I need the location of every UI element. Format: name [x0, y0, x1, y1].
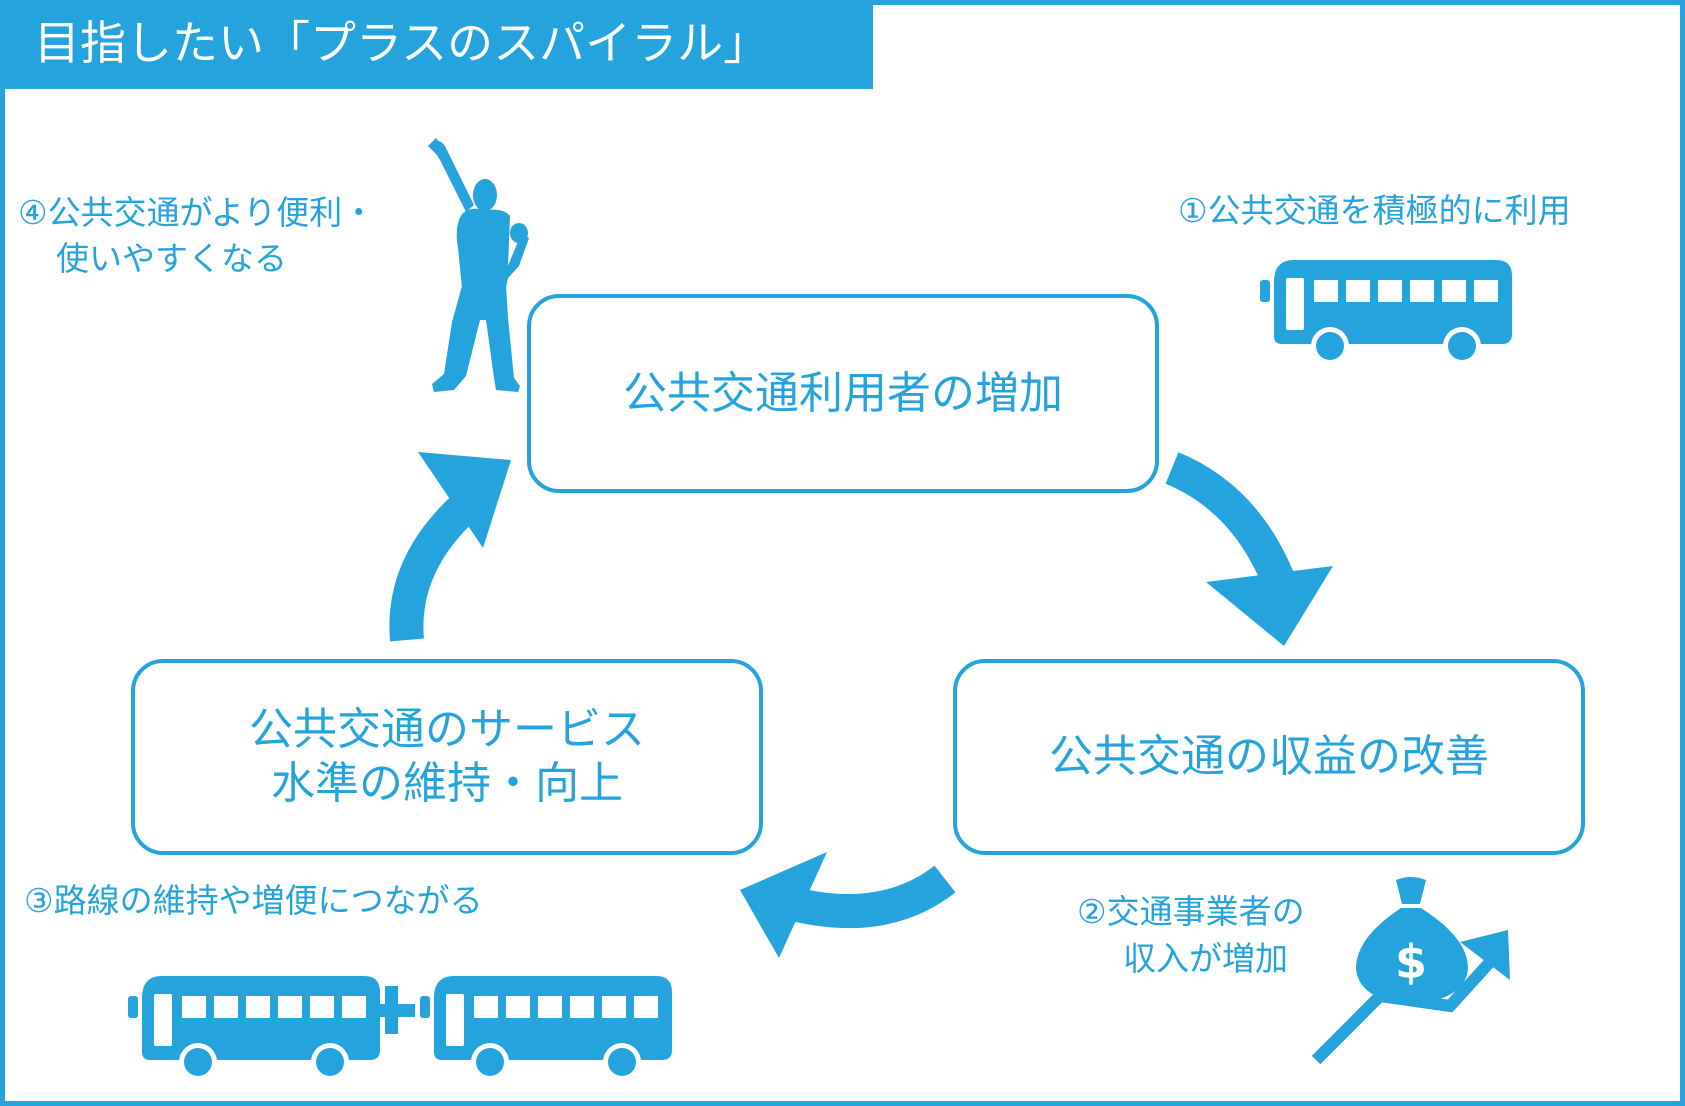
dollar-sign: $	[1395, 935, 1427, 989]
node-revenue-improvement: 公共交通の収益の改善	[953, 659, 1585, 855]
node-users-label: 公共交通利用者の増加	[623, 367, 1063, 419]
money-bag-dollar-icon: $	[1356, 877, 1468, 1004]
step2-label-line1: ②交通事業者の	[1077, 892, 1305, 931]
bus-plus-bus-icon	[128, 976, 672, 1081]
diagram-title: 目指したい「プラスのスパイラル」	[34, 16, 770, 70]
bus-icon	[1260, 260, 1512, 365]
arrow-users-to-revenue	[1165, 452, 1333, 646]
node-users-increase: 公共交通利用者の増加	[527, 294, 1159, 493]
rising-arrow-icon	[1311, 930, 1510, 1065]
step3-label: ③路線の維持や増便につながる	[24, 881, 483, 920]
cheering-person-icon	[428, 138, 529, 392]
step4-label-line2: 使いやすくなる	[56, 239, 287, 278]
arrow-service-to-users	[389, 452, 511, 642]
node-revenue-label: 公共交通の収益の改善	[1049, 731, 1489, 782]
step1-label: ①公共交通を積極的に利用	[1178, 191, 1571, 230]
node-service-label-line2: 水準の維持・向上	[271, 758, 623, 809]
arrow-revenue-to-service	[740, 852, 956, 958]
node-service-label-line1: 公共交通のサービス	[249, 704, 645, 755]
step4-label-line1: ④公共交通がより便利・	[18, 193, 376, 232]
title-band: 目指したい「プラスのスパイラル」	[0, 0, 873, 89]
node-service-level: 公共交通のサービス 水準の維持・向上	[131, 659, 763, 855]
step2-label-line2: 収入が増加	[1123, 939, 1288, 978]
